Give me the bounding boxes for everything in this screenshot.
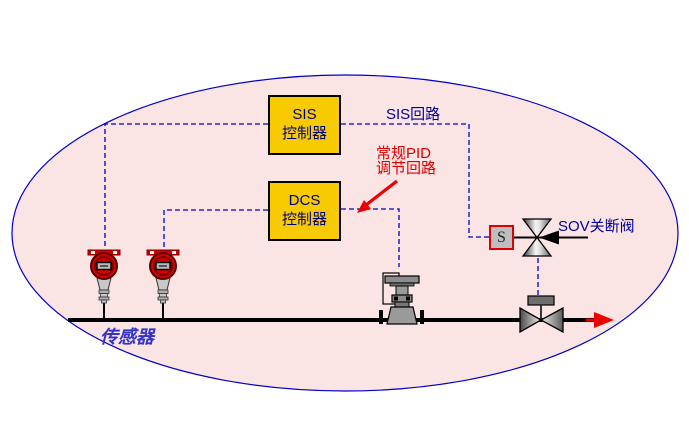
sis-controller-label-line2: 控制器 [281,125,327,142]
pid-loop-label-line2: 调节回路 [376,160,437,177]
sensors-label: 传感器 [100,327,154,347]
system-boundary-ellipse [11,74,679,392]
sis-controller-label-line1: SIS [292,106,317,124]
sis-controller-box: SIS 控制器 [268,95,341,155]
sis-to-solenoid-line [341,123,489,238]
dcs-controller-label-line1: DCS [288,192,321,210]
sensor-transmitter-icon [87,249,121,318]
dcs-controller-label-line2: 控制器 [281,211,327,228]
sov-valve-icon [521,218,553,257]
pid-arrow-icon [357,179,398,213]
signal-arrow-icon [514,230,588,245]
shutoff-valve-icon [519,295,564,334]
pid-loop-label: 常规PID 调节回路 [376,146,436,176]
sis-loop-label: SIS回路 [386,106,441,123]
solenoid-label: S [497,228,506,246]
sensor1-to-sis-line [104,123,268,249]
dcs-controller-box: DCS 控制器 [268,181,341,241]
control-valve-icon [379,272,424,325]
solenoid-box: S [489,225,514,250]
pid-loop-label-line1: 常规PID [376,145,432,162]
sensor-transmitter-icon [146,249,180,318]
sensor2-to-dcs-line [163,209,268,249]
sov-valve-label: SOV关断阀 [558,218,635,235]
flow-arrow-icon [586,312,614,328]
